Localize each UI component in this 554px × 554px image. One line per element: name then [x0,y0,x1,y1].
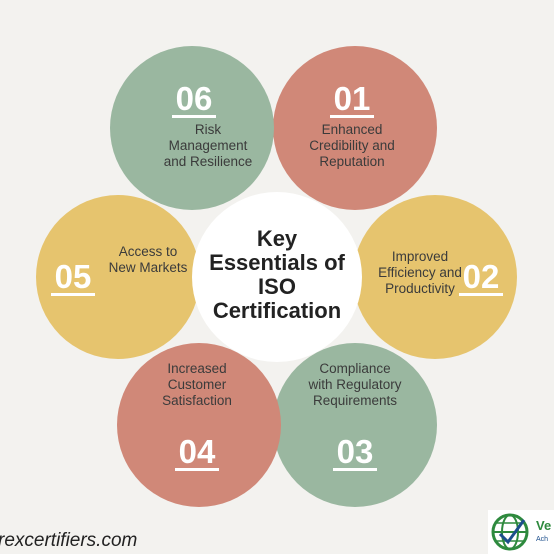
petal-shape [273,46,437,210]
petal-label-line: New Markets [109,260,188,275]
petal-shape [273,343,437,507]
center-title-line-3: ISO [258,274,296,299]
petal-number-underline [172,115,216,118]
logo-name: Ve [536,518,552,533]
petal-number: 03 [337,433,374,470]
petal-number-underline [175,468,219,471]
petal-label-line: Enhanced [322,122,383,137]
center-circle [192,192,362,362]
center-hub: Key Essentials of ISO Certification [192,192,362,362]
center-title-line-4: Certification [213,298,341,323]
center-title-line-2: Essentials of [209,250,345,275]
petal-label-line: Productivity [385,281,455,296]
petal-number: 06 [176,80,213,117]
petal-number-underline [51,293,95,296]
petal-label-line: Increased [167,361,226,376]
petal-number-underline [330,115,374,118]
petal-shape [353,195,517,359]
center-title-line-1: Key [257,226,298,251]
petal-label-line: Management [169,138,248,153]
petal-label-line: Improved [392,249,448,264]
petal-label-line: Credibility and [309,138,395,153]
petal-label-line: Customer [168,377,227,392]
petal-number-underline [333,468,377,471]
petal-label-line: Access to [119,244,178,259]
petal-label-line: Compliance [319,361,390,376]
website-footer: rexcertifiers.com [0,530,138,551]
petal-number: 02 [463,258,500,295]
logo-tagline: Ach [536,536,549,543]
petal-label-line: and Resilience [164,154,253,169]
petal-label-line: Reputation [319,154,384,169]
petal-shape [110,46,274,210]
brand-logo: Ve Ach [488,510,554,554]
petal-number: 04 [179,433,216,470]
petal-number-underline [459,293,503,296]
petal-label-line: with Regulatory [307,377,401,392]
petal-number: 05 [55,258,92,295]
petal-label-line: Risk [195,122,221,137]
petal-shape [117,343,281,507]
globe-icon [491,513,529,551]
petal-shape [36,195,200,359]
petal-label-line: Efficiency and [378,265,462,280]
petal-number: 01 [334,80,371,117]
petal-label-line: Satisfaction [162,393,232,408]
petal-label-line: Requirements [313,393,397,408]
